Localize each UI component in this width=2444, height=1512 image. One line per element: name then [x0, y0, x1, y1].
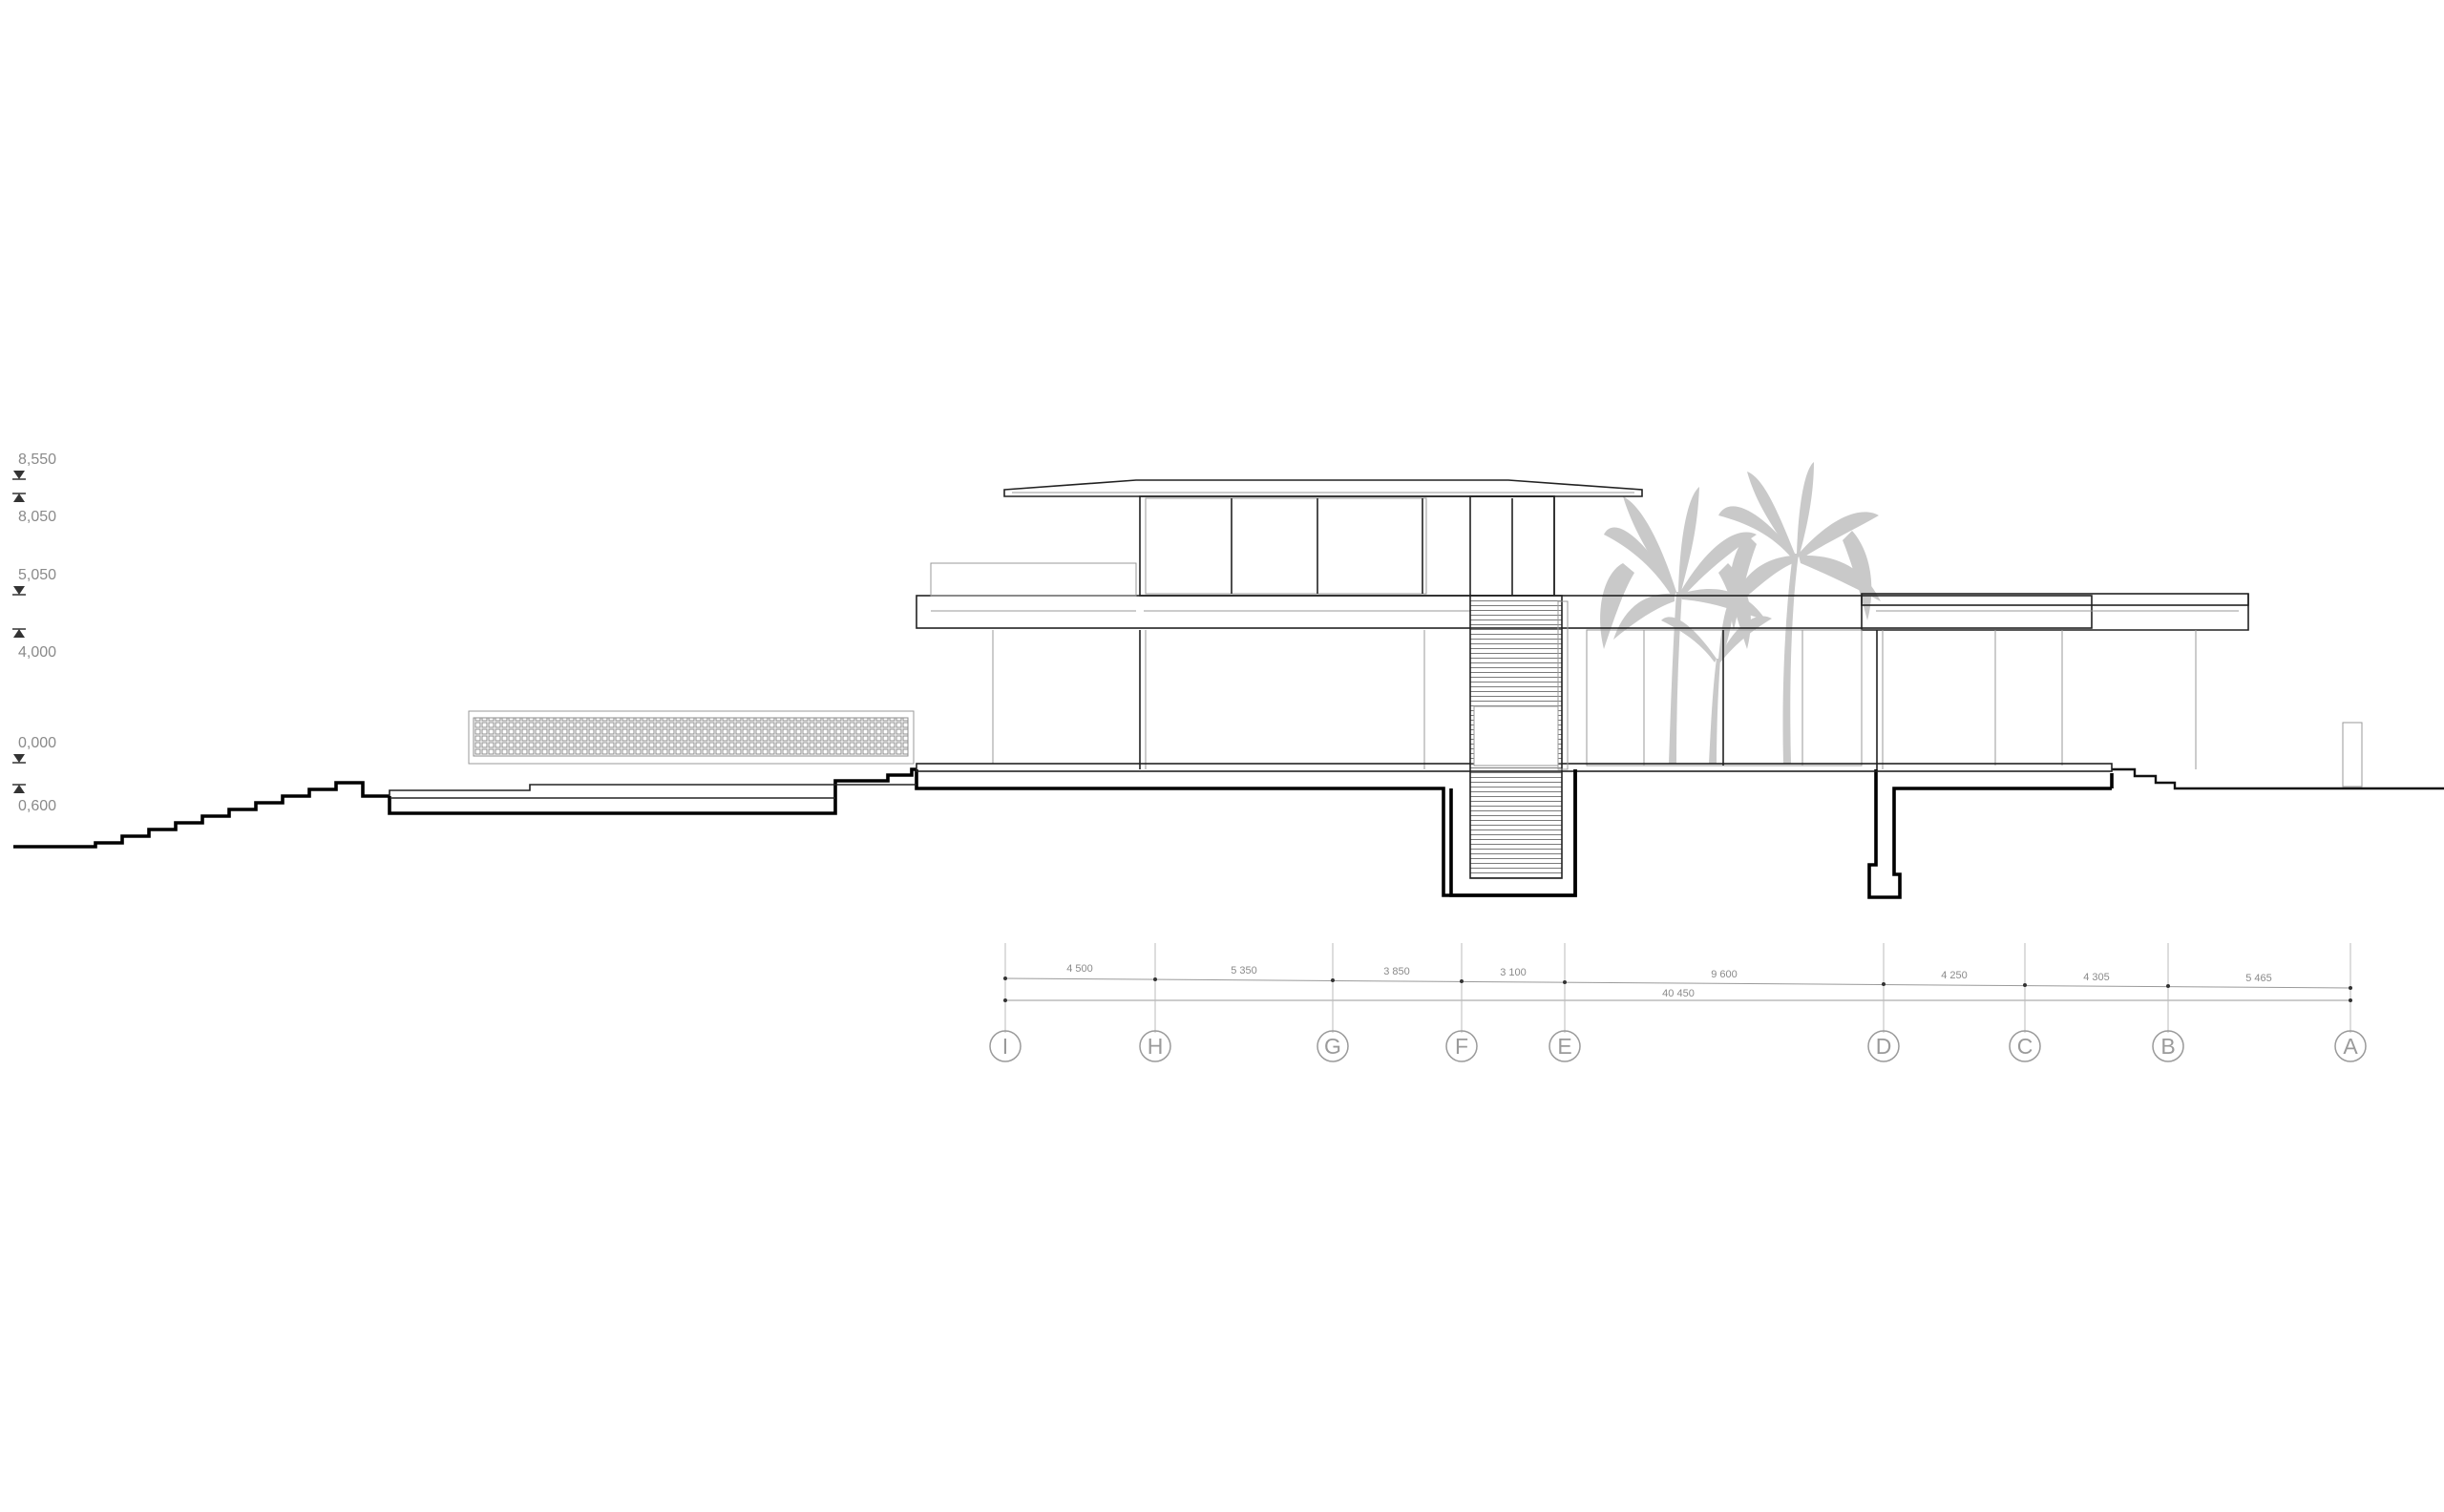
grid-axis-bubbles: I H G F E D C B — [989, 1030, 2367, 1062]
grid-axis-label: G — [1324, 1034, 1341, 1059]
span-label: 3 850 — [1383, 966, 1410, 977]
grid-axis-label: B — [2160, 1034, 2175, 1059]
roof-slab — [1003, 479, 1643, 497]
grid-axis-label: F — [1455, 1034, 1468, 1059]
level-marker: 0,000 — [12, 735, 56, 764]
upper-storey — [1139, 495, 1555, 597]
span-label: 4 305 — [2083, 972, 2110, 983]
grid-axis-label: E — [1557, 1034, 1571, 1059]
grid-axis-bubble: I — [989, 1030, 1022, 1062]
level-label: 8,050 — [18, 509, 56, 525]
level-marker: 5,050 — [12, 567, 56, 596]
grid-axis-bubble: A — [2334, 1030, 2367, 1062]
span-label: 4 250 — [1941, 970, 1968, 981]
terrain-profile — [13, 767, 2444, 899]
level-marker: 0,600 — [12, 784, 56, 814]
palm-tree-icon — [1718, 462, 1881, 764]
span-dimension-line — [1004, 977, 2351, 989]
grid-axis-bubble: D — [1867, 1030, 1900, 1062]
parapet — [930, 562, 1137, 597]
span-label: 5 350 — [1231, 965, 1257, 976]
courtyard-glazing — [1586, 629, 1863, 766]
palm-trees — [1600, 462, 1881, 764]
grid-axis-label: C — [2017, 1034, 2033, 1059]
level-marker: 4,000 — [12, 628, 56, 661]
level-marker: 8,550 — [12, 452, 56, 480]
grid-axis-bubble: G — [1317, 1030, 1349, 1062]
level-down-arrow-icon — [13, 586, 25, 595]
span-label: 9 600 — [1711, 969, 1738, 980]
grid-axis-bubble: F — [1445, 1030, 1478, 1062]
dimension-lines: 4 500 5 350 3 850 3 100 9 600 4 250 4 30… — [1003, 943, 2352, 1033]
span-label: 4 500 — [1066, 963, 1093, 975]
grid-axis-bubble: B — [2152, 1030, 2184, 1062]
pergola-outline — [468, 710, 915, 765]
span-label: 3 100 — [1500, 967, 1527, 978]
grid-axis-label: A — [2343, 1034, 2358, 1059]
grid-axis-bubble: E — [1549, 1030, 1581, 1062]
total-span-label: 40 450 — [1662, 988, 1695, 999]
lattice-screen — [473, 717, 909, 757]
level-label: 4,000 — [18, 644, 56, 661]
level-markers: 8,550 8,050 5,050 4,000 0,000 0,600 — [12, 452, 56, 814]
main-building — [916, 479, 2363, 897]
span-label: 5 465 — [2245, 973, 2272, 984]
grid-axis-label: H — [1148, 1034, 1164, 1059]
pool-terrace — [389, 710, 916, 799]
level-down-arrow-icon — [13, 471, 25, 479]
level-label: 5,050 — [18, 567, 56, 583]
grid-axis-bubble: H — [1139, 1030, 1171, 1062]
level-down-arrow-icon — [13, 754, 25, 763]
grid-axis-bubble: C — [2009, 1030, 2041, 1062]
grid-axis-label: D — [1876, 1034, 1892, 1059]
level-up-arrow-icon — [13, 494, 25, 502]
level-up-arrow-icon — [13, 785, 25, 793]
level-label: 8,550 — [18, 452, 56, 468]
level-marker: 8,050 — [12, 493, 56, 525]
level-label: 0,600 — [18, 798, 56, 814]
grid-axis-label: I — [1002, 1034, 1008, 1059]
level-label: 0,000 — [18, 735, 56, 751]
level-up-arrow-icon — [13, 629, 25, 638]
boundary-post — [2342, 722, 2363, 788]
